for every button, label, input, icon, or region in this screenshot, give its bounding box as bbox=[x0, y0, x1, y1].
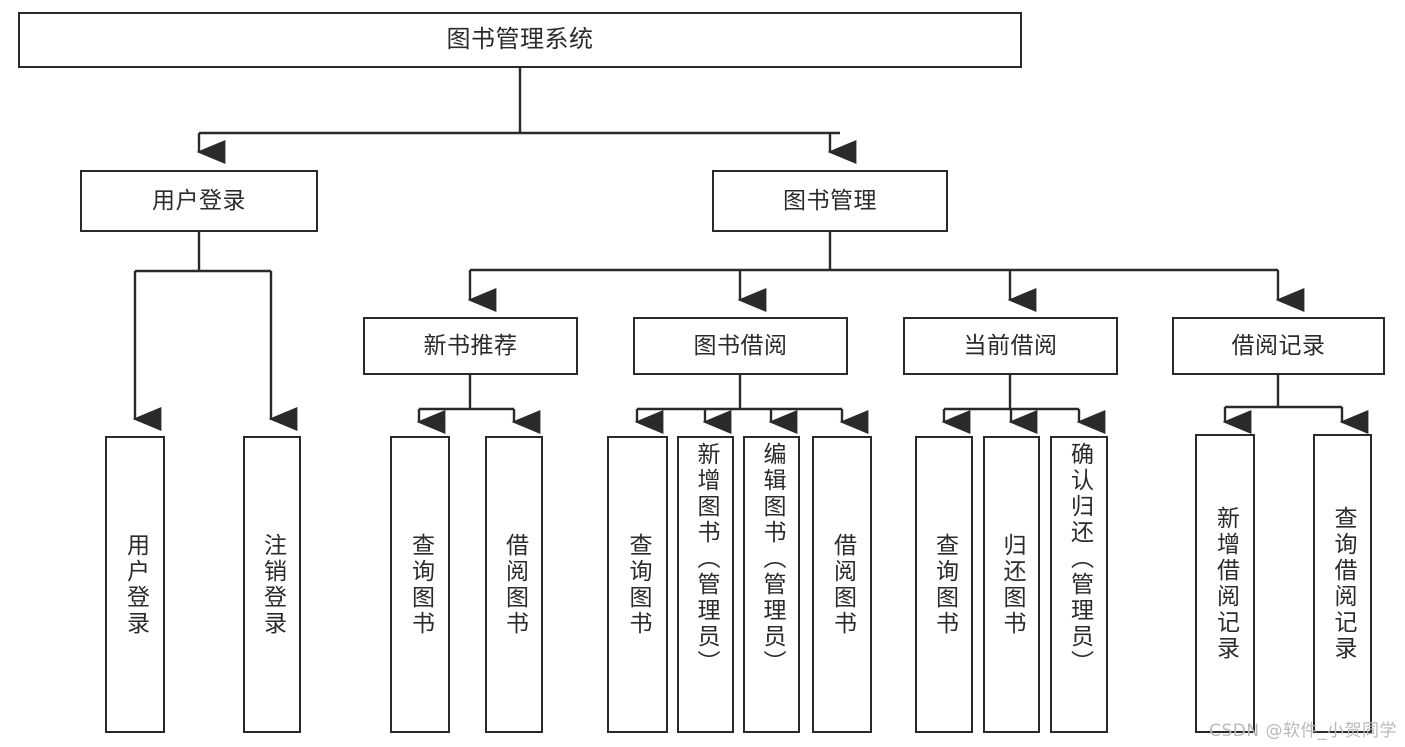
leaf-current-borrow-return[interactable]: 归还图书 bbox=[983, 436, 1040, 733]
node-label: 借阅记录 bbox=[1231, 332, 1326, 359]
leaf-book-borrow-query[interactable]: 查询图书 bbox=[607, 436, 668, 733]
node-label: 用户登录 bbox=[122, 532, 149, 637]
leaf-user-login-login[interactable]: 用户登录 bbox=[105, 436, 165, 733]
node-label: 图书借阅 bbox=[693, 332, 788, 359]
node-label: 编辑图书（管理员） bbox=[759, 442, 785, 676]
node-label: 新增借阅记录 bbox=[1212, 505, 1239, 662]
node-current-borrow[interactable]: 当前借阅 bbox=[903, 317, 1118, 375]
node-user-login[interactable]: 用户登录 bbox=[80, 170, 318, 232]
node-label: 当前借阅 bbox=[963, 332, 1058, 359]
leaf-current-borrow-confirm-return[interactable]: 确认归还（管理员） bbox=[1050, 436, 1108, 733]
node-label: 新增图书（管理员） bbox=[693, 442, 719, 676]
leaf-borrow-record-add[interactable]: 新增借阅记录 bbox=[1195, 434, 1255, 733]
node-label: 新书推荐 bbox=[423, 332, 518, 359]
node-new-book-recommend[interactable]: 新书推荐 bbox=[363, 317, 578, 375]
node-label: 查询图书 bbox=[407, 532, 434, 637]
node-label: 确认归还（管理员） bbox=[1066, 442, 1093, 676]
node-label: 图书管理系统 bbox=[446, 25, 594, 54]
leaf-user-login-logout[interactable]: 注销登录 bbox=[243, 436, 301, 733]
node-label: 查询借阅记录 bbox=[1330, 505, 1356, 662]
leaf-borrow-record-query[interactable]: 查询借阅记录 bbox=[1313, 434, 1372, 733]
leaf-book-borrow-borrow[interactable]: 借阅图书 bbox=[812, 436, 872, 733]
node-book-borrow[interactable]: 图书借阅 bbox=[633, 317, 848, 375]
node-label: 用户登录 bbox=[152, 187, 246, 214]
node-label: 查询图书 bbox=[931, 532, 958, 637]
leaf-new-book-borrow[interactable]: 借阅图书 bbox=[485, 436, 543, 733]
leaf-book-borrow-edit[interactable]: 编辑图书（管理员） bbox=[743, 436, 800, 733]
leaf-new-book-query[interactable]: 查询图书 bbox=[390, 436, 450, 733]
node-label: 归还图书 bbox=[999, 532, 1025, 637]
node-borrow-record[interactable]: 借阅记录 bbox=[1172, 317, 1385, 375]
node-label: 注销登录 bbox=[259, 532, 286, 637]
node-root-system[interactable]: 图书管理系统 bbox=[18, 12, 1022, 68]
node-label: 图书管理 bbox=[783, 187, 877, 214]
leaf-book-borrow-add[interactable]: 新增图书（管理员） bbox=[677, 436, 734, 733]
node-label: 借阅图书 bbox=[501, 532, 528, 637]
leaf-current-borrow-query[interactable]: 查询图书 bbox=[915, 436, 973, 733]
node-book-management[interactable]: 图书管理 bbox=[712, 170, 948, 232]
csdn-watermark: CSDN @软件_小贺同学 bbox=[1209, 721, 1397, 741]
node-label: 查询图书 bbox=[625, 532, 651, 637]
node-label: 借阅图书 bbox=[829, 532, 856, 637]
